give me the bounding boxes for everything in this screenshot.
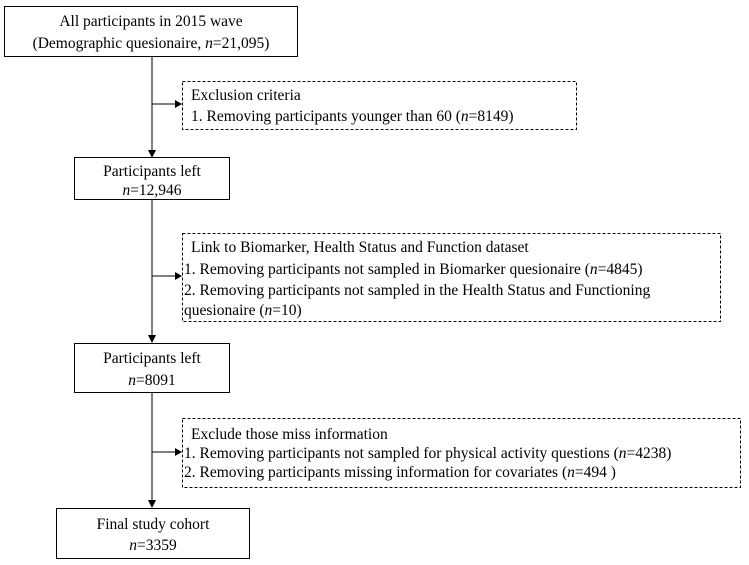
participants-left-box-1: Participants left n=12,946	[74, 157, 230, 200]
branch-arrow-3	[175, 448, 182, 456]
exclusion-3-title: Exclude those miss information	[191, 426, 388, 443]
participants-left-2-line1: Participants left	[103, 350, 201, 367]
final-cohort-line2: n=3359	[129, 537, 177, 554]
exclusion-2-title: Link to Biomarker, Health Status and Fun…	[191, 239, 529, 256]
exclusion-3-item2: 2. Removing participants missing informa…	[184, 464, 616, 481]
arrow-to-final	[148, 500, 156, 508]
arrow-to-left-2	[148, 335, 156, 343]
exclusion-2-item1: 1. Removing participants not sampled in …	[184, 261, 643, 278]
participants-left-2-line2: n=8091	[128, 372, 176, 389]
all-participants-box: All participants in 2015 wave (Demograph…	[4, 6, 298, 57]
all-participants-line2: (Demographic quesionaire, n=21,095)	[33, 35, 270, 52]
final-cohort-box: Final study cohort n=3359	[56, 508, 250, 559]
final-cohort-line1: Final study cohort	[97, 516, 210, 533]
exclusion-1-item1: 1. Removing participants younger than 60…	[191, 108, 514, 125]
exclusion-1-title: Exclusion criteria	[191, 87, 301, 104]
exclusion-box-1: Exclusion criteria 1. Removing participa…	[182, 81, 577, 130]
participants-left-box-2: Participants left n=8091	[74, 343, 230, 393]
exclusion-2-item2-line1: 2. Removing participants not sampled in …	[184, 282, 650, 299]
branch-arrow-2	[175, 272, 182, 280]
exclusion-box-3: Exclude those miss information 1. Removi…	[182, 418, 741, 488]
all-participants-line1: All participants in 2015 wave	[59, 13, 242, 30]
participants-left-1-line1: Participants left	[103, 163, 201, 180]
branch-arrow-1	[175, 100, 182, 108]
participants-left-1-line2: n=12,946	[122, 182, 181, 199]
arrow-to-left-1	[148, 150, 156, 158]
exclusion-3-item1: 1. Removing participants not sampled for…	[184, 445, 671, 462]
exclusion-box-2: Link to Biomarker, Health Status and Fun…	[182, 233, 721, 322]
exclusion-2-item2-line2: quesionaire (n=10)	[184, 302, 302, 319]
